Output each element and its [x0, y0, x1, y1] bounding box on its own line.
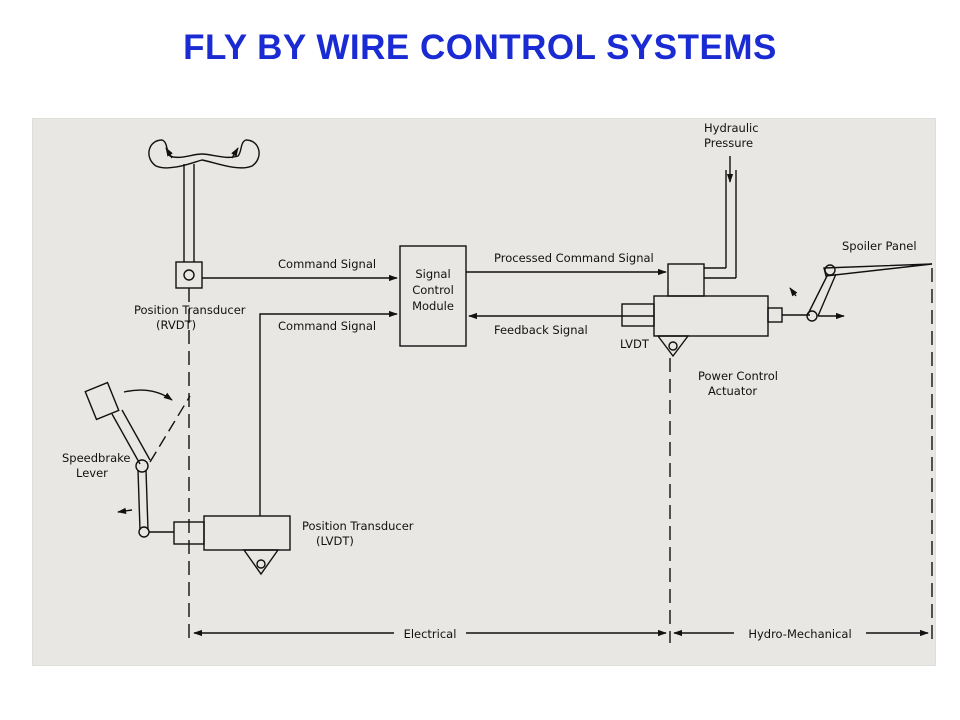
fly-by-wire-diagram: Command Signal Command Signal Signal Con…	[31, 117, 937, 667]
label-hydro-mechanical: Hydro-Mechanical	[748, 627, 851, 641]
label-power-control-2: Actuator	[708, 384, 757, 398]
slide-title: FLY BY WIRE CONTROL SYSTEMS	[183, 28, 777, 67]
label-signal-module-2: Control	[412, 283, 454, 297]
hydraulic-pipe	[704, 156, 737, 279]
label-signal-module-3: Module	[412, 299, 454, 313]
paper-background	[32, 118, 936, 666]
label-processed-command-signal: Processed Command Signal	[494, 251, 654, 265]
command-signal-arrow-bottom	[259, 310, 398, 516]
label-command-signal-top: Command Signal	[278, 257, 376, 271]
label-rvdt-2: (RVDT)	[156, 318, 196, 332]
speedbrake-lever	[84, 381, 191, 538]
signal-control-module-box	[399, 245, 467, 347]
power-control-actuator	[621, 263, 810, 358]
label-power-control-1: Power Control	[698, 369, 778, 383]
label-hydraulic-2: Pressure	[704, 136, 753, 150]
label-lvdt: LVDT	[620, 337, 650, 351]
label-hydraulic-1: Hydraulic	[704, 121, 759, 135]
label-speedbrake-1: Speedbrake	[62, 451, 130, 465]
label-command-signal-bottom: Command Signal	[278, 319, 376, 333]
label-rvdt-1: Position Transducer	[134, 303, 246, 317]
label-lvdt-transducer-1: Position Transducer	[302, 519, 414, 533]
control-yoke	[148, 139, 260, 262]
label-signal-module-1: Signal	[415, 267, 450, 281]
label-feedback-signal: Feedback Signal	[494, 323, 588, 337]
spoiler-panel	[789, 263, 933, 322]
label-spoiler-panel: Spoiler Panel	[842, 239, 917, 253]
label-electrical: Electrical	[404, 627, 457, 641]
diagram-panel: Command Signal Command Signal Signal Con…	[31, 117, 937, 667]
label-lvdt-transducer-2: (LVDT)	[316, 534, 354, 548]
label-speedbrake-2: Lever	[76, 466, 108, 480]
